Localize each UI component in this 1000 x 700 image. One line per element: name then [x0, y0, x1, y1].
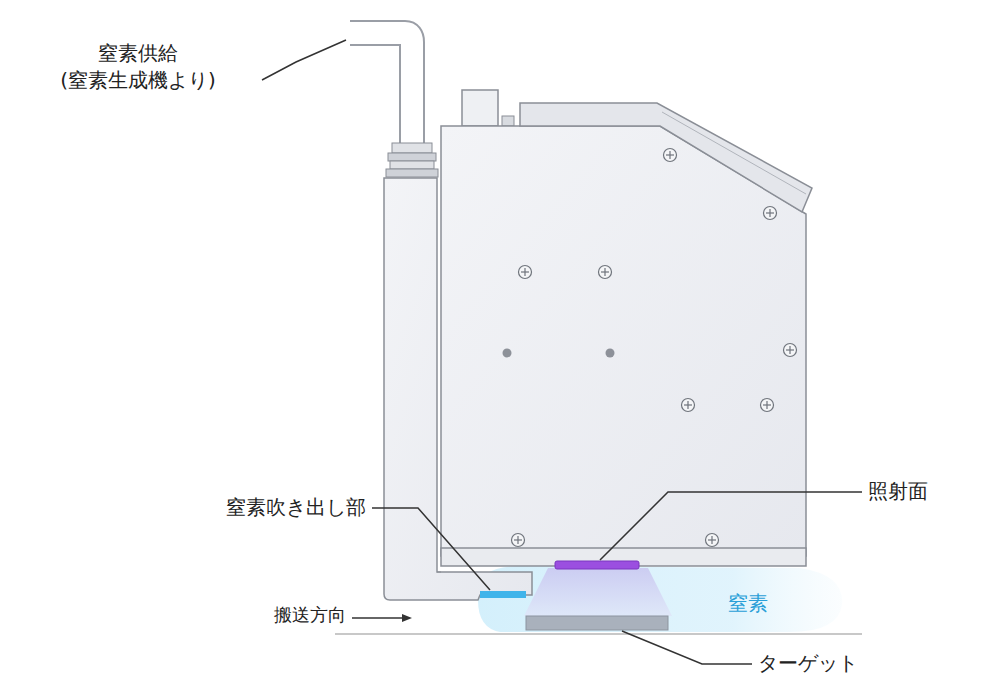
hose-fitting — [390, 161, 434, 169]
leader-line — [600, 492, 862, 560]
hose-fitting — [392, 143, 432, 153]
outlet-label: 窒素吹き出し部 — [226, 494, 366, 521]
screw — [706, 534, 719, 547]
direction-label: 搬送方向 — [274, 603, 346, 627]
screw — [519, 266, 532, 279]
conveyor-line — [335, 633, 862, 635]
supply-label: 窒素供給 (窒素生成機より) — [18, 40, 258, 94]
screw — [664, 149, 677, 162]
uv-light — [524, 568, 672, 616]
nitrogen-label: 窒素 — [728, 590, 768, 617]
leader-line — [372, 508, 490, 590]
hose-fitting — [386, 169, 438, 177]
pin — [503, 349, 512, 358]
pin — [606, 349, 615, 358]
housing-cover — [520, 103, 812, 212]
nitrogen-hose-inner — [350, 33, 412, 150]
screw — [761, 399, 774, 412]
connector-block — [502, 116, 514, 126]
irradiation-face — [555, 561, 639, 569]
housing-cover — [662, 112, 806, 194]
nitrogen-outlet — [480, 591, 526, 598]
bottom-plate — [437, 572, 441, 573]
direction-arrow-head — [402, 614, 412, 622]
screw — [512, 534, 525, 547]
target — [526, 616, 668, 630]
screw — [682, 399, 695, 412]
screw-group — [503, 149, 797, 547]
connector-block — [462, 90, 498, 126]
screw — [599, 266, 612, 279]
target-label: ターゲット — [758, 650, 858, 677]
nitrogen-hose — [350, 33, 412, 150]
direction-arrow — [352, 617, 404, 619]
screw — [784, 344, 797, 357]
leader-line — [622, 631, 752, 664]
leader-line — [262, 40, 346, 80]
hose-fitting — [388, 153, 436, 161]
screw — [764, 207, 777, 220]
irradiation-label: 照射面 — [868, 478, 928, 505]
